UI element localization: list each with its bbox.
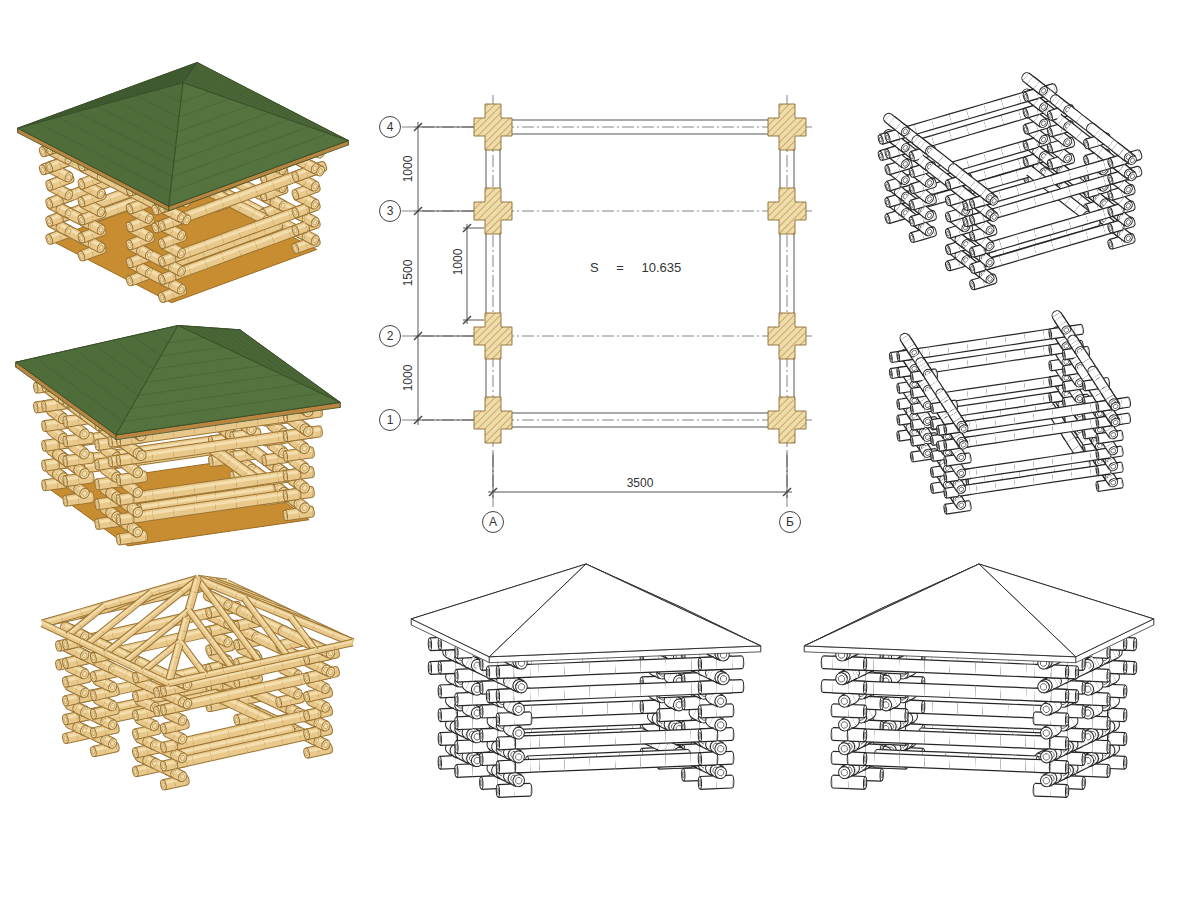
page: {"diagram": { "nodes": [{"text": ["4"]},… [0, 0, 1200, 900]
